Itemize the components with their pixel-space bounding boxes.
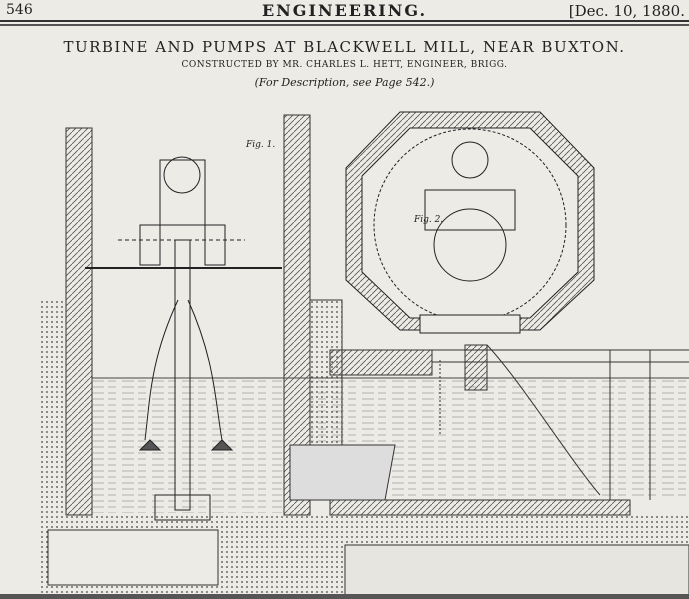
header-rule — [0, 20, 689, 22]
article-title: TURBINE AND PUMPS AT BLACKWELL MILL, NEA… — [63, 38, 626, 56]
ground-section — [40, 300, 689, 599]
fig2-plan — [345, 111, 595, 334]
page-number: 546 — [6, 2, 33, 18]
page-header: 546 ENGINEERING. [Dec. 10, 1880. — [0, 0, 689, 28]
journal-title: ENGINEERING. — [261, 1, 428, 20]
fig1-label: Fig. 1. — [245, 140, 275, 150]
shaft-walls — [65, 114, 433, 516]
fig1-turbine — [85, 156, 282, 521]
pump-pipework — [432, 344, 689, 500]
issue-date: [Dec. 10, 1880. — [568, 2, 685, 20]
page-bottom-edge — [0, 594, 689, 599]
article-subtitle: CONSTRUCTED BY MR. CHARLES L. HETT, ENGI… — [181, 60, 508, 70]
article-description: (For Description, see Page 542.) — [254, 76, 435, 89]
fig2-label: Fig. 2. — [413, 215, 443, 225]
